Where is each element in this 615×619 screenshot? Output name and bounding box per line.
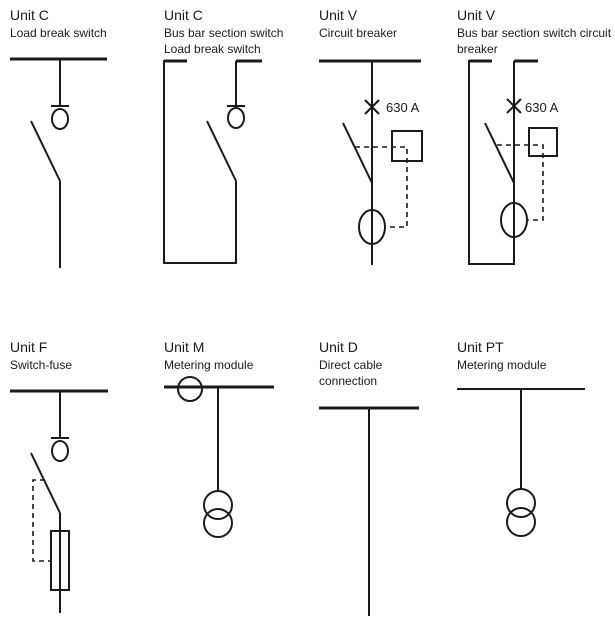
unit-f-switch-fuse-symbol — [10, 389, 108, 613]
striker-link — [32, 479, 51, 562]
unit-d-direct-cable-symbol — [319, 406, 419, 616]
unit-v-circuit-breaker-symbol — [319, 59, 423, 265]
voltage-transformer-secondary — [203, 508, 233, 538]
unit-pt-metering-module-symbol — [457, 388, 585, 537]
unit-name: Unit M — [164, 339, 205, 355]
switch-blade — [342, 122, 373, 184]
relay-box — [391, 130, 423, 162]
voltage-transformer-secondary — [506, 507, 536, 537]
breaker-cross — [364, 99, 380, 115]
unit-name: Unit C — [164, 7, 203, 23]
switch-blade — [484, 122, 515, 184]
breaker-cross — [506, 98, 522, 114]
unit-name: Unit D — [319, 339, 358, 355]
unit-description: Metering module — [457, 358, 547, 372]
switch-blade — [206, 120, 237, 182]
unit-name: Unit V — [319, 7, 358, 23]
relay-link — [497, 144, 544, 221]
voltage-transformer-primary — [506, 488, 536, 518]
unit-name: Unit F — [10, 339, 48, 355]
current-transformer — [500, 202, 528, 238]
unit-description: Load break switch — [10, 26, 107, 40]
unit-description: Load break switch — [164, 42, 261, 56]
unit-name: Unit C — [10, 7, 49, 23]
unit-description: connection — [319, 374, 378, 388]
isolator-ring — [51, 440, 69, 462]
unit-name: Unit V — [457, 7, 496, 23]
voltage-transformer-primary — [203, 490, 233, 520]
breaker-rating: 630 A — [525, 100, 559, 115]
current-transformer — [358, 209, 386, 245]
unit-description: Bus bar section switch — [164, 26, 284, 40]
switch-blade — [30, 452, 61, 514]
unit-name: Unit PT — [457, 339, 504, 355]
unit-description: Circuit breaker — [319, 26, 398, 40]
isolator-ring — [51, 108, 69, 130]
unit-description: Direct cable — [319, 358, 383, 372]
unit-description: breaker — [457, 42, 498, 56]
unit-description: Bus bar section switch circuit — [457, 26, 612, 40]
relay-link — [355, 146, 408, 228]
relay-box — [528, 127, 558, 157]
unit-c-load-break-switch-symbol — [10, 57, 107, 268]
switch-blade — [30, 120, 61, 182]
current-transformer — [177, 376, 203, 402]
unit-description: Switch-fuse — [10, 358, 73, 372]
unit-m-metering-module-symbol — [164, 376, 274, 538]
breaker-rating: 630 A — [386, 100, 420, 115]
isolator-ring — [227, 107, 245, 129]
unit-description: Metering module — [164, 358, 254, 372]
unit-c-bus-section-switch-symbol — [163, 59, 262, 264]
unit-v-bus-section-breaker-symbol — [468, 59, 558, 265]
bus-section-loop — [163, 60, 237, 264]
